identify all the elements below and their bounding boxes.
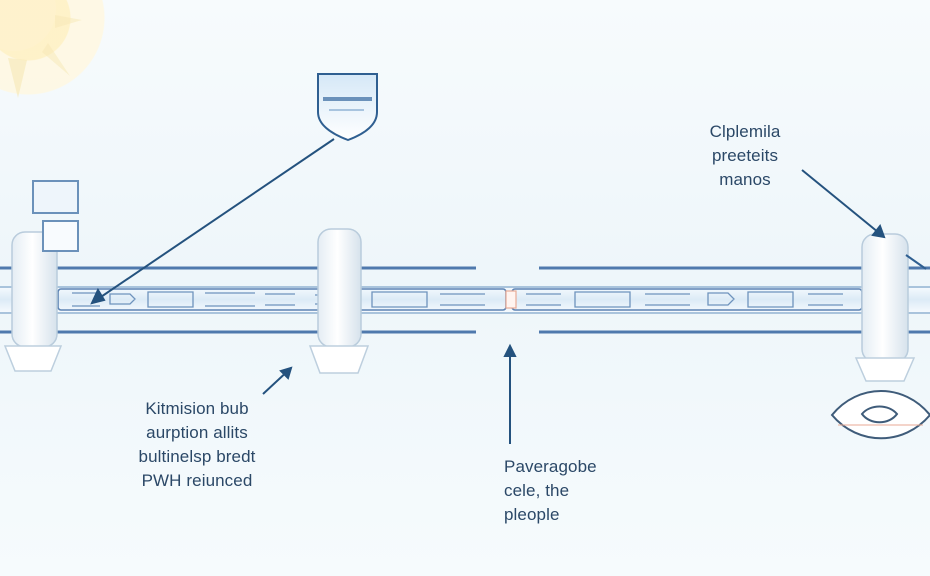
middle-valve-icon xyxy=(308,228,370,374)
sun-icon xyxy=(0,0,82,98)
top-right-annotation-line-3: manos xyxy=(719,170,771,189)
eye-icon xyxy=(830,390,930,440)
right-label-arrow xyxy=(801,169,885,238)
top-right-annotation-line-1: Clplemila xyxy=(709,122,781,141)
main-pipeline xyxy=(0,266,930,334)
bottom-left-annotation-line-3: bultinelsp bredt xyxy=(138,447,256,466)
bottom-left-annotation-line-2: aurption allits xyxy=(146,423,248,442)
bottom-center-annotation-line-1: Paveragobe xyxy=(504,457,597,476)
shield-arrow xyxy=(91,138,335,304)
bottom-center-annotation: Paveragobe cele, the pleople xyxy=(504,455,624,527)
annotation-arrows xyxy=(90,138,886,444)
bottom-left-annotation-line-1: Kitmision bub xyxy=(145,399,249,418)
bottom-left-annotation-line-4: PWH reiunced xyxy=(141,471,253,490)
shield-icon xyxy=(317,73,378,142)
top-right-annotation-line-2: preeteits xyxy=(711,146,779,165)
bottom-center-annotation-line-3: pleople xyxy=(504,505,560,524)
bottom-center-annotation-line-2: cele, the xyxy=(504,481,570,500)
right-valve-icon xyxy=(854,233,927,382)
left-valve-icon xyxy=(3,180,79,372)
bottom-left-annotation: Kitmision bub aurption allits bultinelsp… xyxy=(123,397,271,493)
top-right-annotation: Clplemila preeteits manos xyxy=(687,120,803,192)
